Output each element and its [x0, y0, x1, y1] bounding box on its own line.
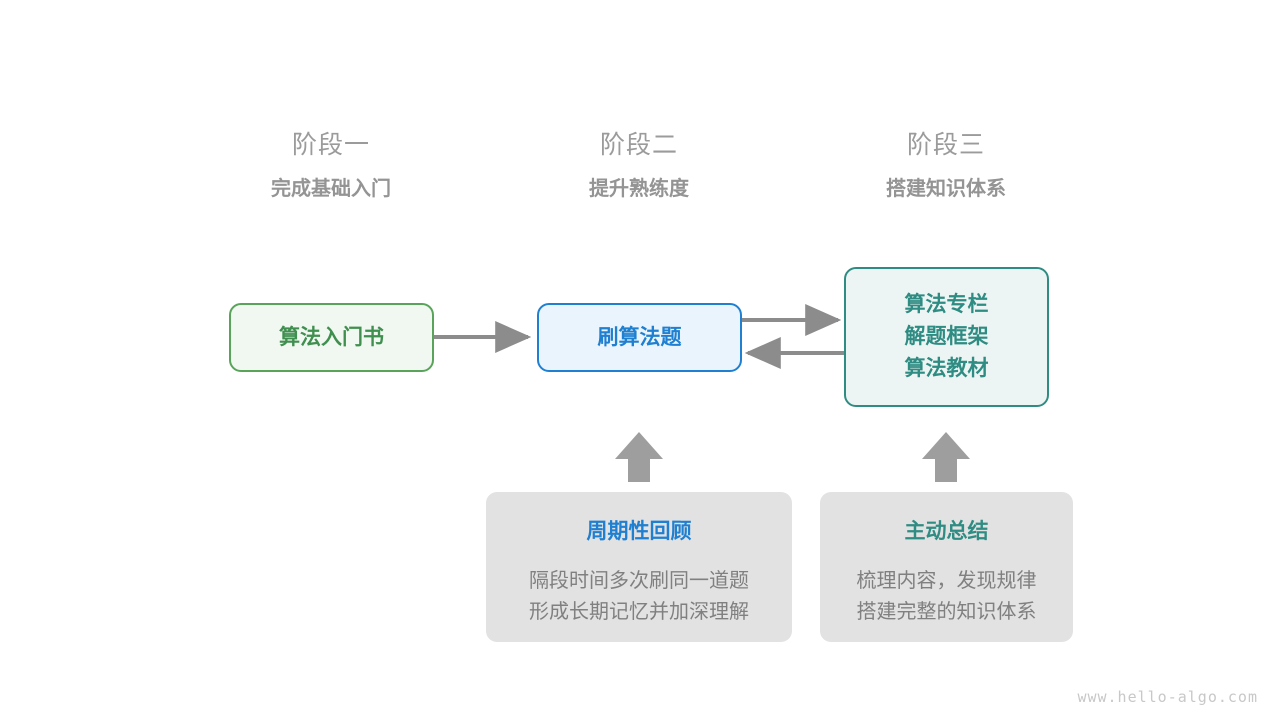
card-active-summary[interactable]: 主动总结 梳理内容，发现规律 搭建完整的知识体系: [820, 492, 1073, 642]
arrow-up-periodic-review: [615, 432, 663, 482]
card-body-line: 梳理内容，发现规律: [856, 570, 1037, 592]
stage-1-name: 阶段一: [291, 131, 370, 159]
stage-2-goal: 提升熟练度: [589, 178, 689, 200]
stage-2-name: 阶段二: [599, 131, 678, 159]
node-line: 算法教材: [904, 357, 989, 380]
node-algorithm-intro-book[interactable]: 算法入门书: [229, 303, 434, 372]
node-line: 算法入门书: [279, 325, 384, 349]
node-practice-problems[interactable]: 刷算法题: [537, 303, 742, 372]
stage-1-goal: 完成基础入门: [271, 178, 391, 200]
card-body: 隔段时间多次刷同一道题 形成长期记忆并加深理解: [529, 566, 749, 628]
node-knowledge-system[interactable]: 算法专栏 解题框架 算法教材: [844, 267, 1049, 407]
stage-3-name: 阶段三: [906, 131, 985, 159]
card-body-line: 形成长期记忆并加深理解: [529, 601, 749, 623]
card-title: 周期性回顾: [586, 520, 692, 543]
watermark: www.hello-algo.com: [1077, 688, 1258, 706]
node-line: 算法专栏: [904, 293, 989, 316]
card-periodic-review[interactable]: 周期性回顾 隔段时间多次刷同一道题 形成长期记忆并加深理解: [486, 492, 792, 642]
node-line: 解题框架: [904, 325, 989, 348]
stage-header-1: 阶段一 完成基础入门: [201, 128, 461, 204]
card-body-line: 搭建完整的知识体系: [856, 601, 1037, 623]
card-title: 主动总结: [904, 520, 989, 543]
stage-header-2: 阶段二 提升熟练度: [509, 128, 769, 204]
stage-header-3: 阶段三 搭建知识体系: [816, 128, 1076, 204]
node-line: 刷算法题: [597, 325, 682, 349]
stage-3-goal: 搭建知识体系: [886, 178, 1006, 200]
arrow-up-active-summary: [922, 432, 970, 482]
card-body: 梳理内容，发现规律 搭建完整的知识体系: [857, 566, 1037, 628]
card-body-line: 隔段时间多次刷同一道题: [529, 570, 749, 592]
